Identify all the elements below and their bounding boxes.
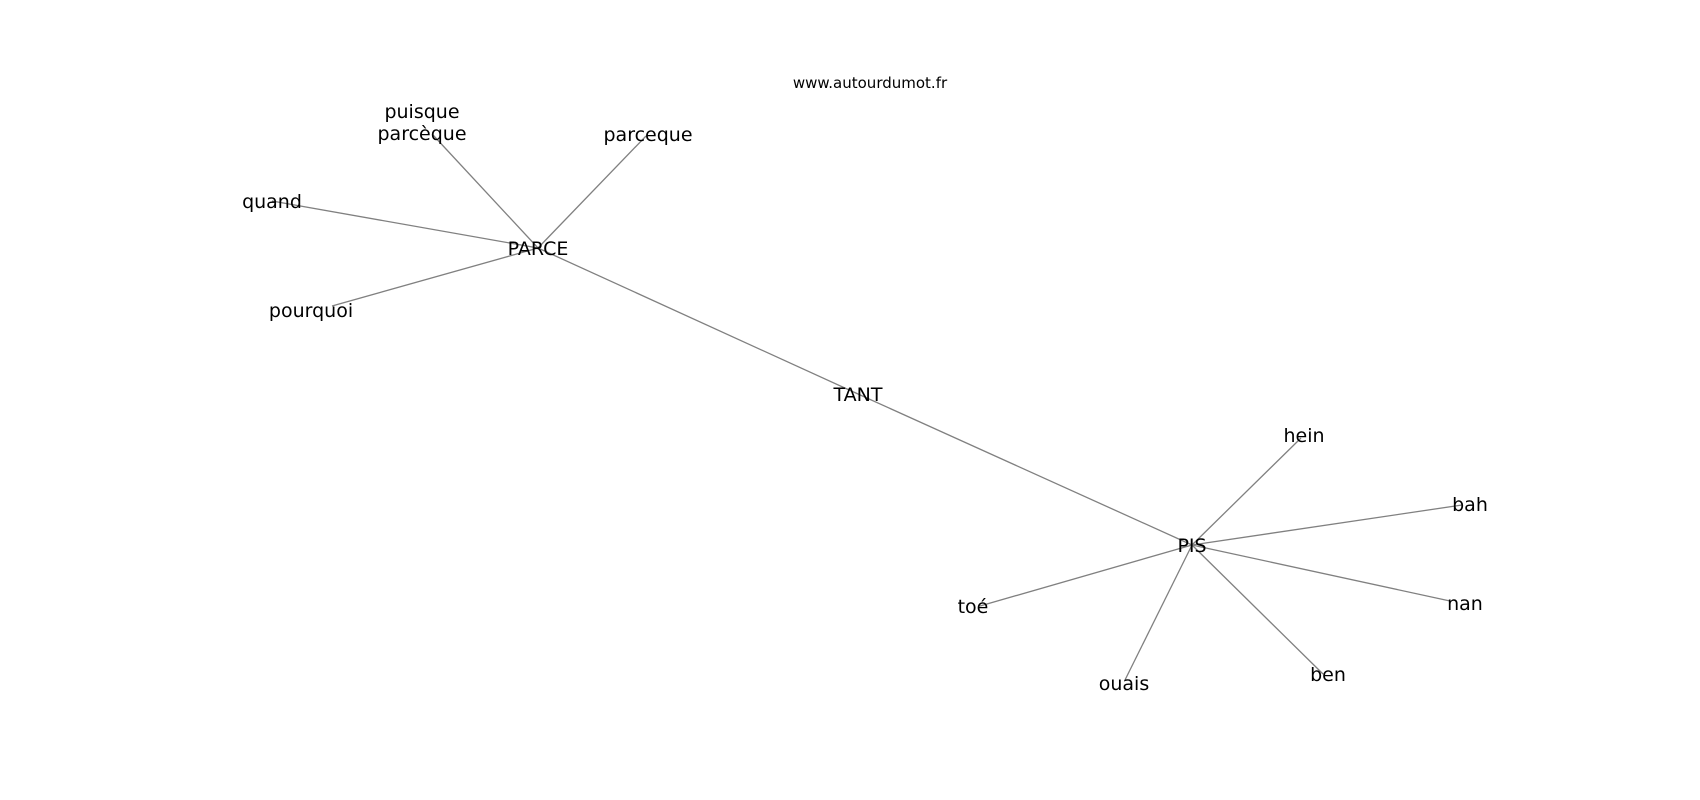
edge-parce-pourquoi xyxy=(331,247,539,307)
node-quand-line: quand xyxy=(242,191,302,213)
edge-pis-toe xyxy=(979,544,1193,607)
node-puisque-parceque-line: parcèque xyxy=(377,123,466,145)
node-quand: quand xyxy=(242,191,302,213)
edge-tant-parce xyxy=(537,247,859,395)
edges-layer xyxy=(271,134,1463,681)
node-toe: toé xyxy=(958,596,989,618)
edge-pis-nan xyxy=(1191,544,1451,602)
node-bah-line: bah xyxy=(1452,494,1488,516)
node-pis-line: PIS xyxy=(1177,535,1206,557)
node-parceque-line: parceque xyxy=(603,124,692,146)
node-pourquoi-line: pourquoi xyxy=(269,300,353,322)
node-ouais-line: ouais xyxy=(1099,673,1150,695)
edge-pis-hein xyxy=(1191,437,1302,546)
node-nan-line: nan xyxy=(1447,593,1483,615)
edge-parce-puisque-parceque xyxy=(432,134,539,249)
node-hein-line: hein xyxy=(1283,425,1324,447)
node-pourquoi: pourquoi xyxy=(269,300,353,322)
edge-pis-bah xyxy=(1191,504,1463,546)
node-parce-line: PARCE xyxy=(508,238,569,260)
edge-pis-ben xyxy=(1191,544,1324,675)
edge-parce-parceque xyxy=(537,135,647,249)
node-toe-line: toé xyxy=(958,596,989,618)
node-ouais: ouais xyxy=(1099,673,1150,695)
node-pis: PIS xyxy=(1177,535,1206,557)
node-tant-line: TANT xyxy=(833,384,883,406)
node-bah: bah xyxy=(1452,494,1488,516)
edge-parce-quand xyxy=(271,200,539,249)
edge-pis-ouais xyxy=(1124,544,1193,681)
node-puisque-parceque-line: puisque xyxy=(384,101,459,123)
node-ben-line: ben xyxy=(1310,664,1346,686)
site-url-label: www.autourdumot.fr xyxy=(793,74,948,92)
node-parceque: parceque xyxy=(603,124,692,146)
node-ben: ben xyxy=(1310,664,1346,686)
node-hein: hein xyxy=(1283,425,1324,447)
node-tant: TANT xyxy=(833,384,883,406)
node-parce: PARCE xyxy=(508,238,569,260)
edge-tant-pis xyxy=(857,393,1193,546)
node-nan: nan xyxy=(1447,593,1483,615)
